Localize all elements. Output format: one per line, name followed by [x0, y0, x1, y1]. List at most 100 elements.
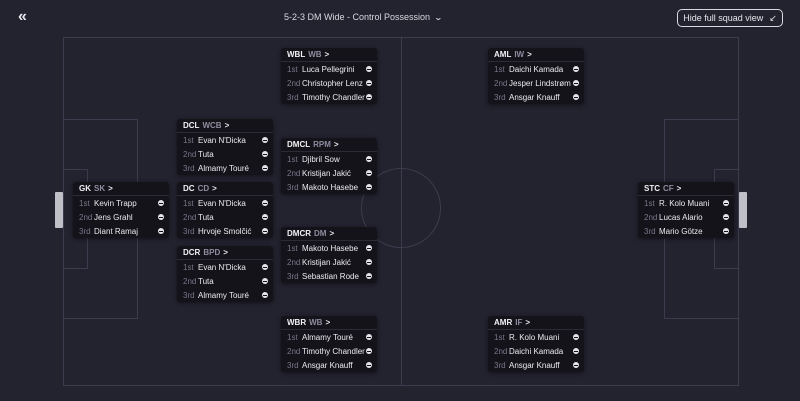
remove-icon[interactable]	[366, 94, 372, 100]
hide-button-label: Hide full squad view	[683, 13, 764, 23]
remove-icon[interactable]	[573, 362, 579, 368]
remove-icon[interactable]	[158, 228, 164, 234]
player-row[interactable]: 1st R. Kolo Muani	[638, 196, 734, 210]
remove-icon[interactable]	[262, 228, 268, 234]
remove-icon[interactable]	[366, 259, 372, 265]
depth-rank: 1st	[183, 262, 194, 272]
remove-icon[interactable]	[366, 80, 372, 86]
depth-rank: 3rd	[287, 360, 299, 370]
player-row[interactable]: 1st Evan N'Dicka	[177, 196, 273, 210]
remove-icon[interactable]	[723, 214, 729, 220]
tactic-dropdown[interactable]: 5-2-3 DM Wide - Control Possession ⌄	[284, 12, 443, 22]
position-header[interactable]: DC CD >	[177, 182, 273, 196]
depth-rank: 1st	[287, 332, 298, 342]
role-code: WCB	[202, 121, 222, 130]
remove-icon[interactable]	[262, 278, 268, 284]
remove-icon[interactable]	[366, 362, 372, 368]
hide-full-squad-view-button[interactable]: Hide full squad view ↙︎	[677, 9, 783, 27]
remove-icon[interactable]	[262, 200, 268, 206]
depth-rank: 2nd	[183, 149, 197, 159]
position-code: GK	[79, 184, 91, 193]
position-code: DCL	[183, 121, 200, 130]
remove-icon[interactable]	[366, 156, 372, 162]
remove-icon[interactable]	[366, 334, 372, 340]
remove-icon[interactable]	[262, 137, 268, 143]
remove-icon[interactable]	[158, 200, 164, 206]
position-header[interactable]: WBR WB >	[281, 316, 377, 330]
remove-icon[interactable]	[262, 214, 268, 220]
remove-icon[interactable]	[158, 214, 164, 220]
position-header[interactable]: DMCL RPM >	[281, 138, 377, 152]
position-header[interactable]: DMCR DM >	[281, 227, 377, 241]
remove-icon[interactable]	[366, 348, 372, 354]
depth-rank: 1st	[644, 198, 655, 208]
remove-icon[interactable]	[262, 264, 268, 270]
position-header[interactable]: AML IW >	[488, 48, 584, 62]
player-name: R. Kolo Muani	[659, 198, 710, 208]
remove-icon[interactable]	[366, 273, 372, 279]
position-code: DCR	[183, 248, 201, 257]
remove-icon[interactable]	[262, 151, 268, 157]
collapse-panel-icon[interactable]: «	[18, 8, 27, 25]
remove-icon[interactable]	[573, 334, 579, 340]
depth-rank: 1st	[183, 198, 194, 208]
remove-icon[interactable]	[573, 348, 579, 354]
chevron-right-icon: >	[333, 140, 339, 149]
remove-icon[interactable]	[366, 184, 372, 190]
remove-icon[interactable]	[573, 94, 579, 100]
depth-rank: 1st	[494, 332, 505, 342]
remove-icon[interactable]	[723, 228, 729, 234]
remove-icon[interactable]	[366, 170, 372, 176]
player-name: Evan N'Dicka	[198, 198, 246, 208]
shrink-icon: ↙︎	[769, 12, 777, 23]
role-code: CF	[663, 184, 674, 193]
remove-icon[interactable]	[262, 292, 268, 298]
remove-icon[interactable]	[366, 245, 372, 251]
remove-icon[interactable]	[723, 200, 729, 206]
remove-icon[interactable]	[366, 66, 372, 72]
position-header[interactable]: GK SK >	[73, 182, 169, 196]
remove-icon[interactable]	[573, 66, 579, 72]
remove-icon[interactable]	[573, 80, 579, 86]
position-header[interactable]: STC CF >	[638, 182, 734, 196]
remove-icon[interactable]	[262, 165, 268, 171]
position-header[interactable]: WBL WB >	[281, 48, 377, 62]
position-header[interactable]: AMR IF >	[488, 316, 584, 330]
position-header[interactable]: DCR BPD >	[177, 246, 273, 260]
position-header[interactable]: DCL WCB >	[177, 119, 273, 133]
